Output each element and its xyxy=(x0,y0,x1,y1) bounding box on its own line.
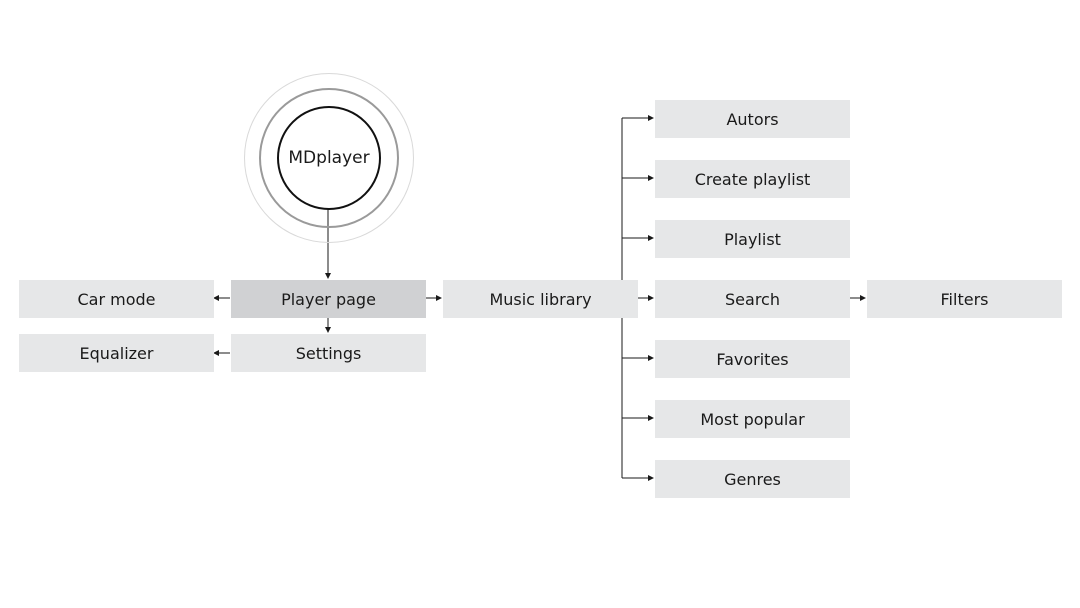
node-playlist[interactable]: Playlist xyxy=(655,220,850,258)
node-player-page-label: Player page xyxy=(281,289,376,309)
node-music-library-label: Music library xyxy=(489,289,592,309)
node-genres[interactable]: Genres xyxy=(655,460,850,498)
root-node[interactable] xyxy=(277,106,381,210)
node-settings[interactable]: Settings xyxy=(231,334,426,372)
node-filters[interactable]: Filters xyxy=(867,280,1062,318)
node-search-label: Search xyxy=(725,289,780,309)
node-equalizer-label: Equalizer xyxy=(79,343,154,363)
node-search[interactable]: Search xyxy=(655,280,850,318)
node-genres-label: Genres xyxy=(724,469,781,489)
node-create-playlist-label: Create playlist xyxy=(694,169,811,189)
node-playlist-label: Playlist xyxy=(724,229,781,249)
root-label: MDplayer xyxy=(288,148,370,168)
root-ring-outer xyxy=(244,73,414,243)
node-filters-label: Filters xyxy=(940,289,989,309)
node-create-playlist[interactable]: Create playlist xyxy=(655,160,850,198)
node-autors-label: Autors xyxy=(726,109,779,129)
node-player-page[interactable]: Player page xyxy=(231,280,426,318)
node-music-library[interactable]: Music library xyxy=(443,280,638,318)
node-car-mode-label: Car mode xyxy=(77,289,156,309)
node-equalizer[interactable]: Equalizer xyxy=(19,334,214,372)
node-most-popular-label: Most popular xyxy=(700,409,805,429)
node-autors[interactable]: Autors xyxy=(655,100,850,138)
node-favorites-label: Favorites xyxy=(716,349,789,369)
node-settings-label: Settings xyxy=(295,343,362,363)
root-ring-middle xyxy=(259,88,399,228)
node-most-popular[interactable]: Most popular xyxy=(655,400,850,438)
node-favorites[interactable]: Favorites xyxy=(655,340,850,378)
node-car-mode[interactable]: Car mode xyxy=(19,280,214,318)
